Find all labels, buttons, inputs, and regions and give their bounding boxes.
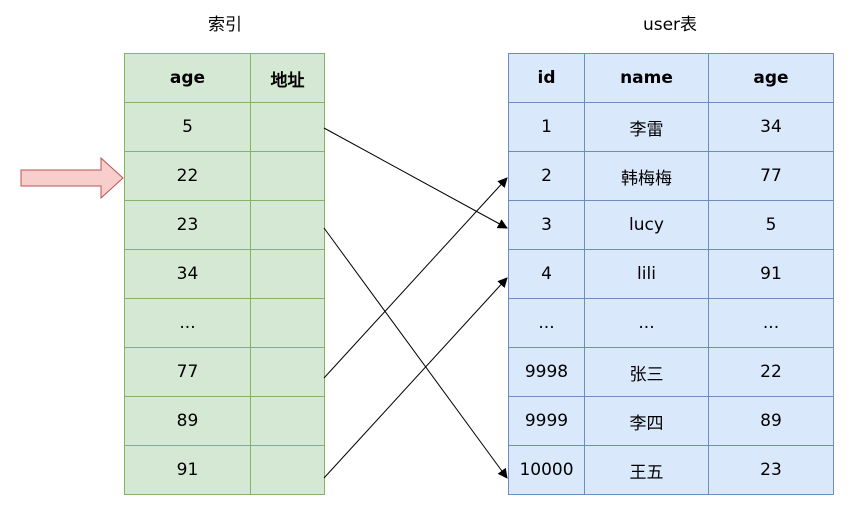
index-age-cell: 77 xyxy=(124,347,251,397)
index-address-cell xyxy=(250,151,325,201)
index-age-cell: ... xyxy=(124,298,251,348)
user-age-cell: 22 xyxy=(708,347,834,397)
user-age-cell: 34 xyxy=(708,102,834,152)
index-table: age 地址 5 22 23 34 ... 77 89 91 xyxy=(124,53,325,495)
index-to-row-link-arrow xyxy=(323,277,508,479)
user-header-row: id name age xyxy=(508,53,834,103)
user-row: ......... xyxy=(508,298,834,348)
current-row-pointer-arrow xyxy=(20,156,124,200)
index-address-cell xyxy=(250,200,325,250)
index-address-cell xyxy=(250,445,325,495)
user-id-cell: 9998 xyxy=(508,347,585,397)
user-id-cell: 10000 xyxy=(508,445,585,495)
index-age-cell: 89 xyxy=(124,396,251,446)
user-name-cell: lili xyxy=(584,249,709,299)
index-age-cell: 23 xyxy=(124,200,251,250)
index-address-cell xyxy=(250,249,325,299)
user-name-cell: 李雷 xyxy=(584,102,709,152)
index-age-cell: 34 xyxy=(124,249,251,299)
index-row: 91 xyxy=(124,445,325,495)
index-address-cell xyxy=(250,396,325,446)
index-age-cell: 5 xyxy=(124,102,251,152)
index-row: ... xyxy=(124,298,325,348)
index-age-cell: 22 xyxy=(124,151,251,201)
user-age-cell: ... xyxy=(708,298,834,348)
pointer-links xyxy=(323,127,508,479)
user-id-cell: 2 xyxy=(508,151,585,201)
user-age-cell: 77 xyxy=(708,151,834,201)
index-row: 77 xyxy=(124,347,325,397)
user-age-cell: 91 xyxy=(708,249,834,299)
index-header-address: 地址 xyxy=(250,53,325,103)
user-header-name: name xyxy=(584,53,709,103)
index-row: 5 xyxy=(124,102,325,152)
user-id-cell: 9999 xyxy=(508,396,585,446)
index-row: 23 xyxy=(124,200,325,250)
index-row: 22 xyxy=(124,151,325,201)
index-to-row-link-arrow xyxy=(323,177,508,379)
user-id-cell: 1 xyxy=(508,102,585,152)
user-id-cell: ... xyxy=(508,298,585,348)
user-name-cell: ... xyxy=(584,298,709,348)
index-row: 89 xyxy=(124,396,325,446)
index-title: 索引 xyxy=(208,15,242,35)
index-address-cell xyxy=(250,347,325,397)
index-row: 34 xyxy=(124,249,325,299)
user-name-cell: lucy xyxy=(584,200,709,250)
index-to-row-link-arrow xyxy=(323,127,508,229)
index-to-row-link-arrow xyxy=(323,227,508,479)
index-address-cell xyxy=(250,298,325,348)
user-age-cell: 5 xyxy=(708,200,834,250)
user-header-id: id xyxy=(508,53,585,103)
index-header-row: age 地址 xyxy=(124,53,325,103)
index-header-age: age xyxy=(124,53,251,103)
user-header-age: age xyxy=(708,53,834,103)
user-age-cell: 23 xyxy=(708,445,834,495)
user-id-cell: 4 xyxy=(508,249,585,299)
user-table-title: user表 xyxy=(642,15,698,35)
user-name-cell: 王五 xyxy=(584,445,709,495)
index-address-cell xyxy=(250,102,325,152)
